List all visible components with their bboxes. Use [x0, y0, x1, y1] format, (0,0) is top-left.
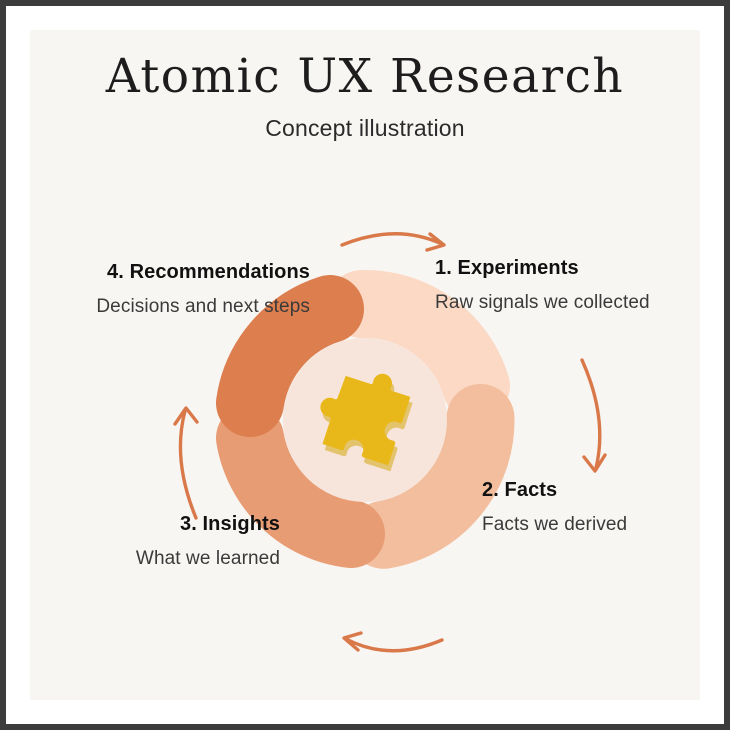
arc-recommendations[interactable] [216, 275, 364, 437]
label-insights[interactable]: 3. Insights What we learned [136, 514, 280, 568]
arc-facts[interactable] [349, 384, 515, 569]
label-facts-desc: Facts we derived [482, 514, 628, 535]
label-facts[interactable]: 2. Facts Facts we derived [482, 480, 627, 534]
donut-chart [216, 270, 515, 569]
arrow-top-icon [340, 232, 446, 252]
arrow-left-icon [173, 406, 199, 520]
arrow-right-icon [580, 358, 607, 473]
arrow-bottom-icon [342, 631, 444, 653]
puzzle-piece-icon [320, 373, 413, 472]
arc-experiments[interactable] [327, 270, 510, 420]
label-experiments[interactable]: 1. Experiments Raw signals we collected [435, 258, 650, 312]
header: Atomic UX Research Concept illustration [30, 52, 700, 142]
label-facts-title: 2. Facts [482, 479, 558, 501]
arc-insights[interactable] [216, 404, 385, 568]
label-insights-desc: What we learned [135, 548, 280, 569]
cycle-diagram: 1. Experiments Raw signals we collected … [30, 30, 700, 700]
label-experiments-desc: Raw signals we collected [435, 292, 650, 313]
illustration-canvas: Atomic UX Research Concept illustration [30, 30, 700, 700]
label-experiments-title: 1. Experiments [435, 257, 579, 279]
label-recommendations-desc: Decisions and next steps [96, 296, 310, 317]
page-title: Atomic UX Research [105, 49, 625, 104]
label-insights-title: 3. Insights [179, 513, 280, 535]
page-subtitle: Concept illustration [265, 115, 465, 142]
label-recommendations[interactable]: 4. Recommendations Decisions and next st… [96, 262, 310, 316]
cycle-arrows [173, 232, 607, 653]
label-recommendations-title: 4. Recommendations [107, 261, 310, 283]
donut-ring [216, 270, 515, 569]
